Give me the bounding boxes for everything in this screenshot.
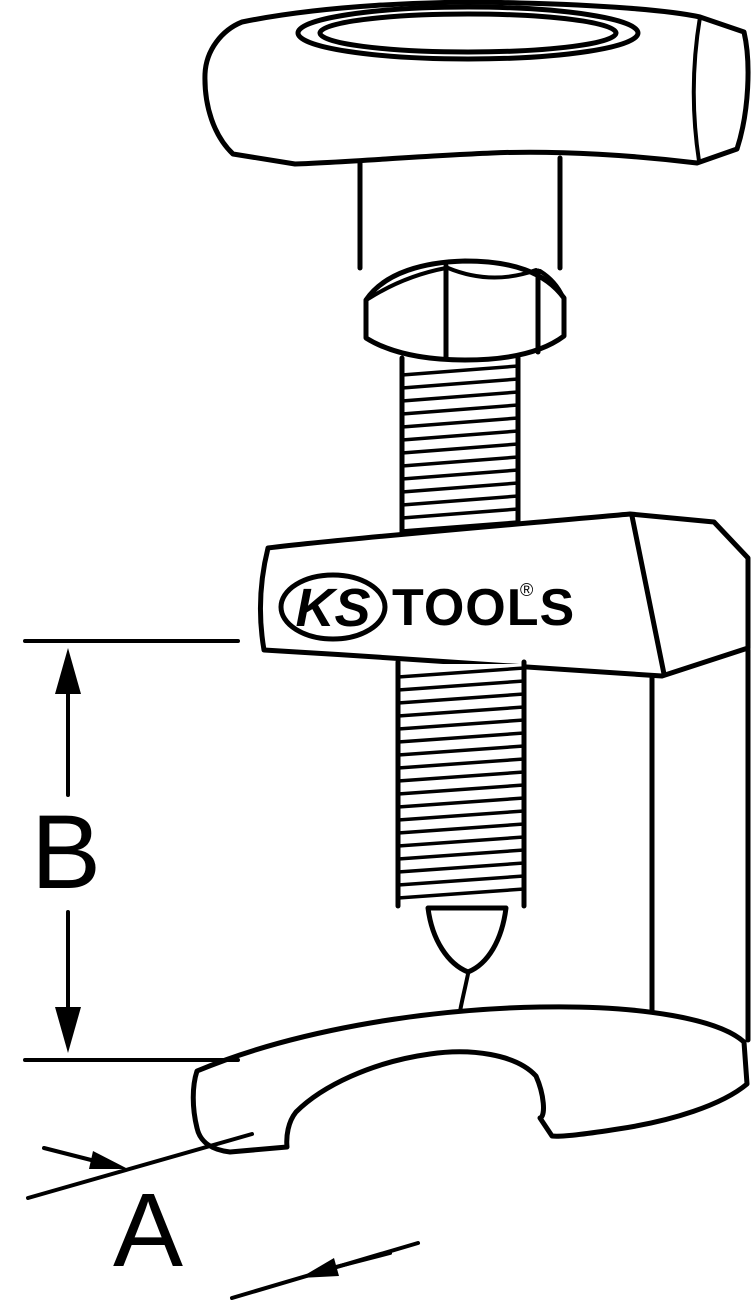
body-crossbar: KS TOOLS ® [258,511,751,679]
nut-chamfer-right [538,269,565,299]
neck-face [358,150,562,268]
puller-foot [190,1004,750,1155]
a-arrowhead-1 [89,1151,128,1169]
tip-cone [425,905,509,975]
knob-face-ring-outer [295,4,641,62]
nut-body [363,258,567,363]
a-arrow-tail-2 [330,1251,392,1270]
star-knob [202,0,751,167]
dimension-a: A [26,1132,420,1300]
nut-chamfer-middle [446,266,538,280]
a-extension-line-1 [26,1132,254,1200]
ks-tools-logo: KS TOOLS ® [278,572,575,642]
knob-lobe-fold [691,15,702,163]
dimension-a-label: A [113,1172,183,1289]
threaded-spindle-lower [395,659,527,909]
dimension-b: B [23,639,240,1062]
foot-shape [190,1004,750,1155]
logo-registered-mark: ® [520,580,533,600]
crossbar-bevel-line [629,513,667,677]
threaded-spindle-upper [399,355,521,543]
logo-ellipse [278,572,388,642]
knob-silhouette [202,0,751,167]
logo-ks-text: KS [295,578,370,638]
dimension-b-label: B [31,794,101,911]
b-arrowhead-down [55,1007,81,1053]
spindle-neck [357,150,563,271]
logo-tools-text: TOOLS [392,579,575,637]
a-arrow-tail-1 [42,1146,97,1163]
frame-column [649,647,751,1043]
b-arrowhead-up [55,648,81,694]
hex-nut [363,258,567,363]
a-arrowhead-2 [300,1258,339,1278]
knob-face-ring-inner [317,11,619,55]
crossbar-shape [258,511,751,679]
spindle-tip [425,905,509,1032]
nut-chamfer-left [366,266,448,301]
